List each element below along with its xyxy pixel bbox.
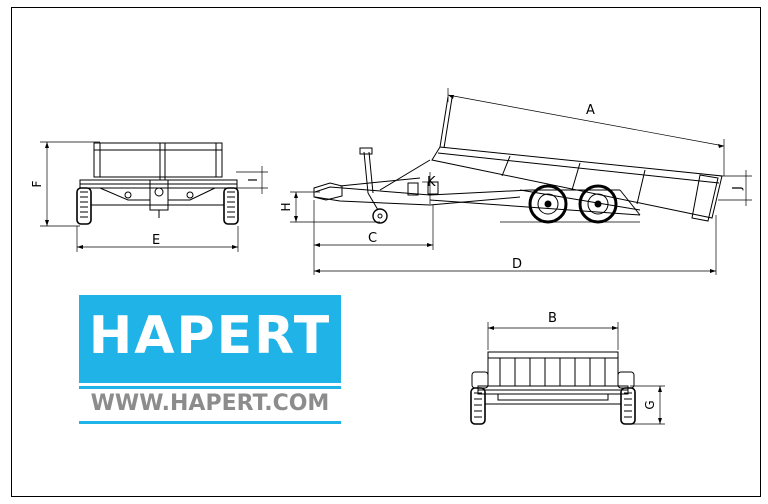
hapert-logo: HAPERT WWW.HAPERT.COM bbox=[79, 295, 341, 427]
dim-label-a: A bbox=[586, 103, 595, 118]
logo-url-text: WWW.HAPERT.COM bbox=[90, 391, 330, 416]
dim-label-c: C bbox=[368, 231, 377, 246]
rear-view bbox=[470, 322, 665, 425]
dim-label-h: H bbox=[279, 202, 293, 211]
logo-rule-bottom bbox=[79, 421, 341, 424]
front-view bbox=[40, 141, 268, 252]
logo-rule-top bbox=[79, 386, 341, 389]
logo-brand-text: HAPERT bbox=[88, 306, 332, 366]
dim-label-k: K bbox=[427, 175, 436, 190]
dim-label-j: J bbox=[730, 186, 744, 191]
side-view bbox=[290, 88, 752, 275]
dim-label-f: F bbox=[30, 180, 44, 187]
dim-label-e: E bbox=[152, 233, 160, 248]
dim-label-g: G bbox=[643, 400, 657, 409]
dim-label-i: I bbox=[246, 178, 260, 182]
dim-label-b: B bbox=[548, 311, 557, 326]
drawing-border bbox=[11, 7, 761, 497]
dim-label-d: D bbox=[512, 257, 522, 272]
logo-band bbox=[79, 295, 341, 383]
dimension-arrows bbox=[45, 95, 724, 424]
